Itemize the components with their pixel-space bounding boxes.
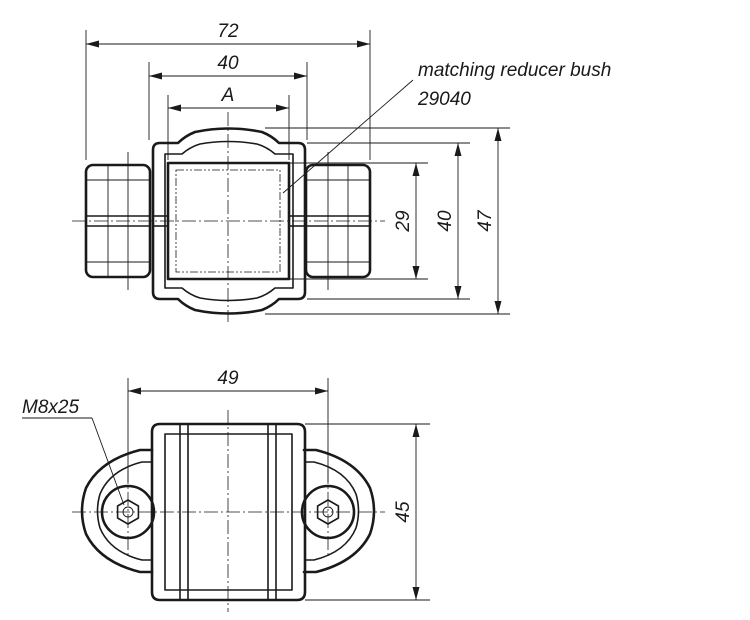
callout-text-line2: 29040 xyxy=(417,89,471,110)
thread-callout: M8x25 xyxy=(22,397,125,506)
dimension-45: 45 xyxy=(393,424,420,600)
dimension-49-label: 49 xyxy=(217,368,239,389)
dimension-47: 47 xyxy=(475,128,502,314)
dimension-40-height: 40 xyxy=(435,143,462,299)
dimension-47-label: 47 xyxy=(475,209,496,232)
dimension-29-label: 29 xyxy=(393,210,414,233)
dimension-40-width-label: 40 xyxy=(217,53,239,74)
dimension-A-label: A xyxy=(221,85,235,106)
side-body-outline xyxy=(150,422,307,602)
right-lug xyxy=(300,448,376,574)
left-lug xyxy=(80,448,156,574)
dimension-29: 29 xyxy=(393,163,420,279)
callout-text-line1: matching reducer bush xyxy=(418,60,611,81)
dimension-45-label: 45 xyxy=(393,501,414,523)
side-view: 49 45 M8x25 xyxy=(22,368,430,612)
dimension-72: 72 xyxy=(86,21,370,48)
dimension-40-width: 40 xyxy=(149,53,307,80)
dimension-40-height-label: 40 xyxy=(435,210,456,232)
thread-callout-label: M8x25 xyxy=(22,397,79,418)
reducer-bush-callout: matching reducer bush 29040 xyxy=(282,60,611,194)
dimension-A: A xyxy=(168,85,289,112)
dimension-72-label: 72 xyxy=(217,21,239,42)
clamp-body-inner xyxy=(164,140,294,302)
top-view: 72 40 A 29 xyxy=(72,21,611,322)
clamp-body-outline xyxy=(151,127,307,315)
dimension-49: 49 xyxy=(128,368,328,395)
